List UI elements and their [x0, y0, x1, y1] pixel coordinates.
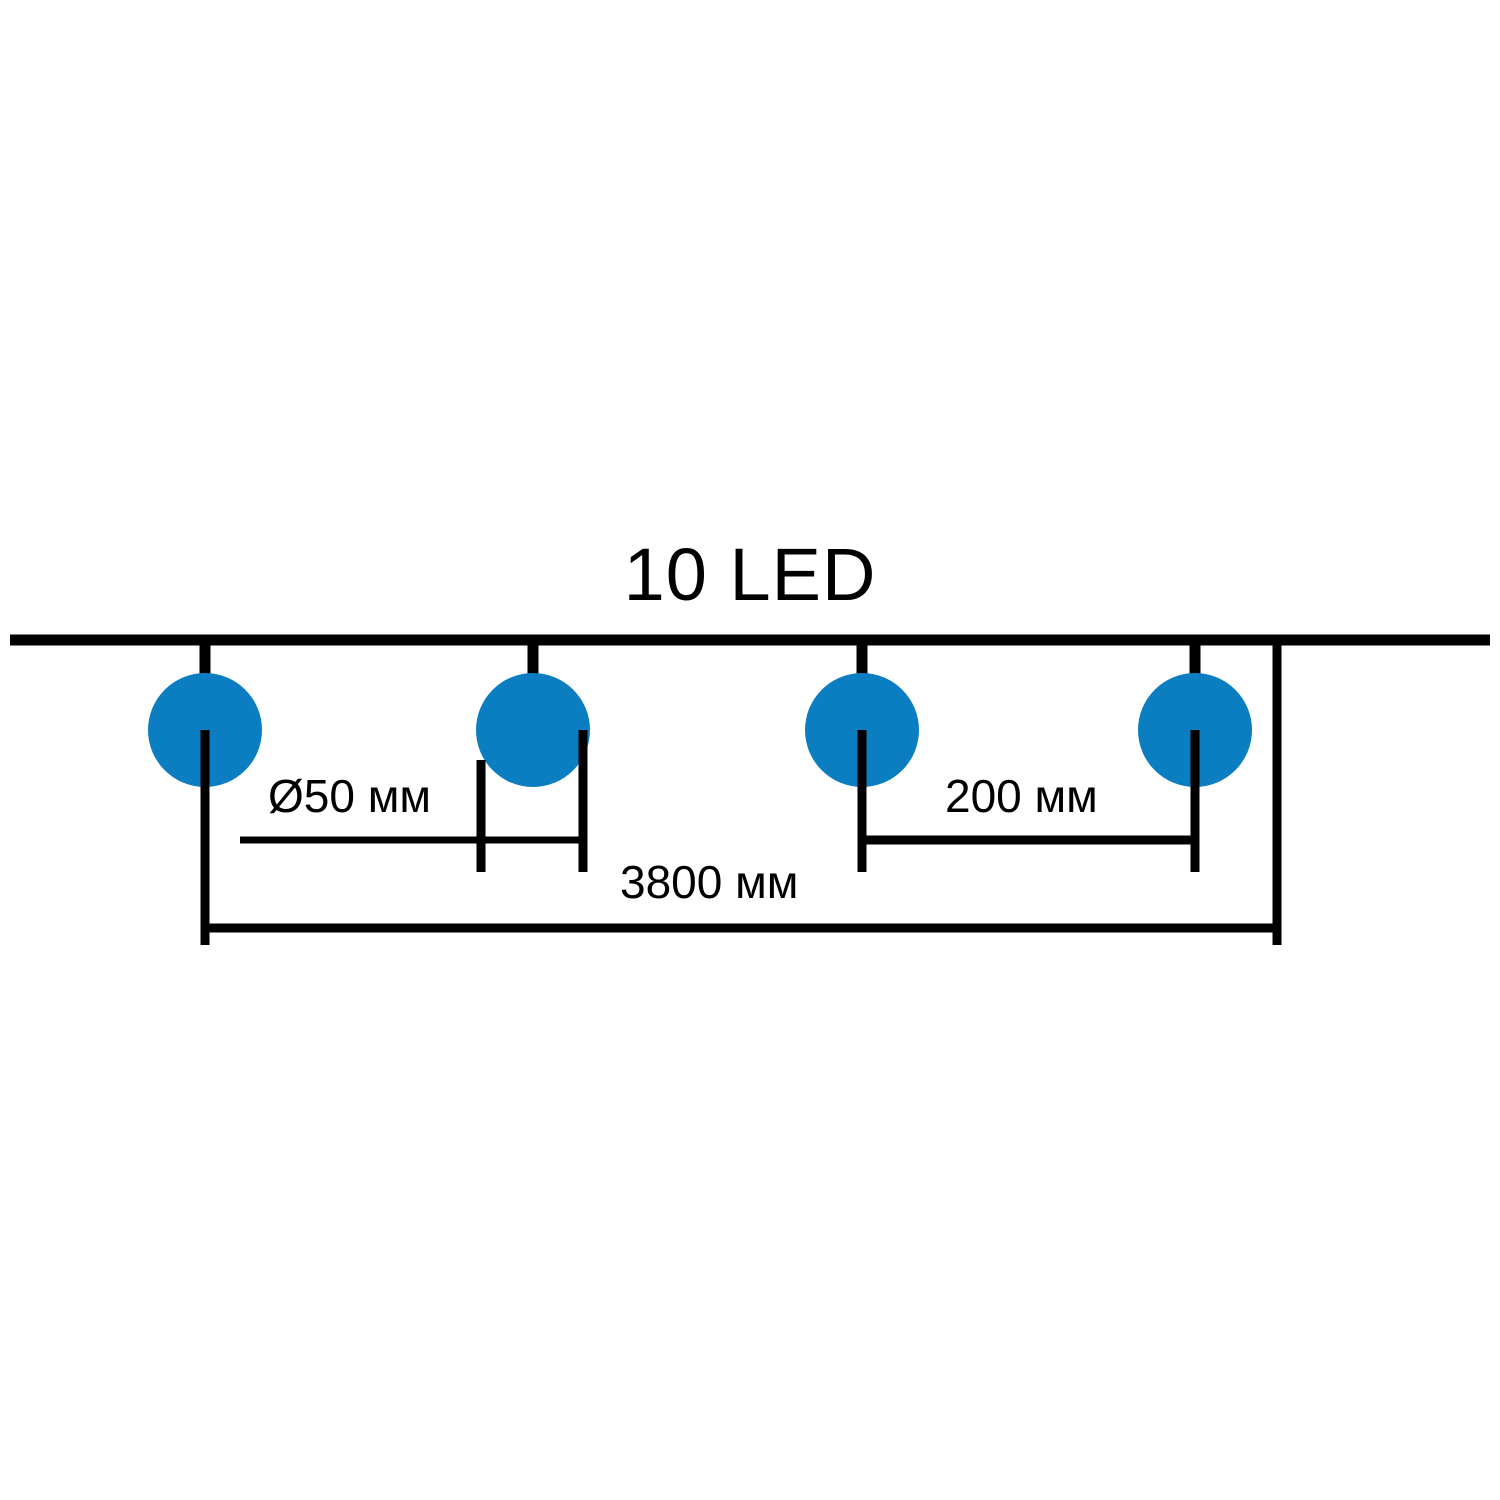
led-bulb-2	[476, 673, 590, 787]
dimension-label-total-length: 3800 мм	[620, 856, 798, 908]
page-title: 10 LED	[624, 533, 877, 616]
led-node-2	[476, 640, 590, 787]
dimension-label-diameter: Ø50 мм	[268, 770, 431, 822]
dimension-label-spacing: 200 мм	[945, 770, 1098, 822]
